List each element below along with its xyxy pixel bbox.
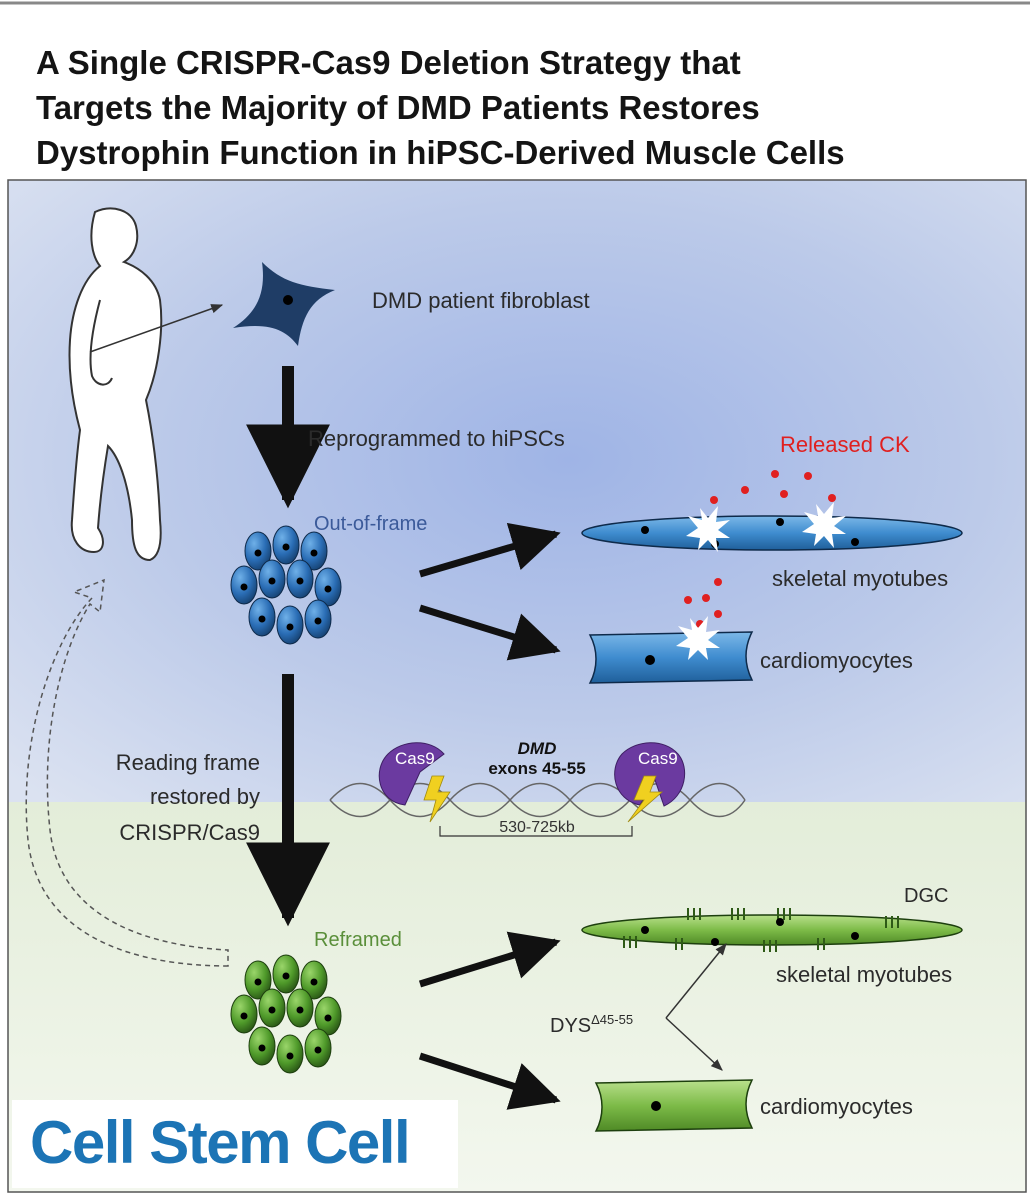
cardiomyocyte-blue xyxy=(588,631,754,684)
patient-figure xyxy=(68,207,163,562)
diff-arrow-skeletal-bottom xyxy=(418,931,561,988)
cas9-left-label: Cas9 xyxy=(395,749,435,768)
dashed-return-arrow xyxy=(25,578,229,967)
diff-arrow-skeletal-top xyxy=(419,522,561,578)
deletion-size-label: 530-725kb xyxy=(499,819,575,836)
cardiomyocyte-green-nucleus xyxy=(651,1101,661,1111)
dys-pointer-cardio xyxy=(665,1017,723,1071)
reprogrammed-label: Reprogrammed to hiPSCs xyxy=(308,426,565,451)
fibroblast-cell xyxy=(233,262,335,346)
reading-frame-label-line3: CRISPR/Cas9 xyxy=(119,820,260,845)
dgc-complexes xyxy=(623,908,899,952)
figure-frame xyxy=(7,179,1027,1193)
cardiomyocytes-label-top: cardiomyocytes xyxy=(760,648,913,673)
membrane-damage-burst-2 xyxy=(802,502,846,548)
released-ck-label: Released CK xyxy=(780,432,910,457)
title-line-2: Targets the Majority of DMD Patients Res… xyxy=(36,89,760,126)
membrane-damage-burst-3 xyxy=(676,616,720,660)
journal-banner xyxy=(12,1100,458,1188)
released-ck-dots xyxy=(684,470,836,628)
reframed-label: Reframed xyxy=(314,929,402,951)
skeletal-myotubes-label-top: skeletal myotubes xyxy=(772,566,948,591)
dys-label: DYSΔ45-55 xyxy=(550,1012,633,1037)
journal-logo: Cell Stem Cell xyxy=(30,1109,411,1176)
title-line-1: A Single CRISPR-Cas9 Deletion Strategy t… xyxy=(36,44,741,81)
reading-frame-label-line1: Reading frame xyxy=(116,750,260,775)
lightning-bolt-left xyxy=(423,775,451,823)
reading-frame-label-line2: restored by xyxy=(150,784,260,809)
cas9-protein-left xyxy=(378,742,445,806)
upper-panel-background xyxy=(8,180,1026,802)
cardiomyocytes-label-bottom: cardiomyocytes xyxy=(760,1094,913,1119)
reframed-hipsc-cluster xyxy=(230,954,342,1074)
membrane-damage-burst-1 xyxy=(686,506,730,552)
exons-label: exons 45-55 xyxy=(488,759,585,778)
cardiomyocyte-blue-nucleus xyxy=(645,655,655,665)
skeletal-myotube-green xyxy=(581,914,963,946)
cas9-protein-right xyxy=(614,742,686,807)
cas9-right-label: Cas9 xyxy=(638,749,678,768)
skeletal-myotube-blue xyxy=(581,515,963,551)
dmd-gene-label: DMD xyxy=(518,739,557,758)
patient-arm xyxy=(89,299,113,386)
deletion-bracket xyxy=(439,826,633,837)
dys-superscript: Δ45-55 xyxy=(591,1012,633,1027)
out-of-frame-hipsc-cluster xyxy=(230,525,342,645)
dgc-label: DGC xyxy=(904,885,948,907)
diff-arrow-cardio-bottom xyxy=(418,1052,561,1110)
out-of-frame-label: Out-of-frame xyxy=(314,513,427,535)
cardiomyocyte-green xyxy=(594,1079,754,1132)
dys-pointer-skeletal xyxy=(665,943,727,1019)
dys-base: DYS xyxy=(550,1015,591,1037)
diff-arrow-cardio-top xyxy=(418,604,561,661)
fibroblast-nucleus xyxy=(283,295,293,305)
biopsy-arrow xyxy=(89,304,224,353)
graphical-abstract-title: A Single CRISPR-Cas9 Deletion Strategy t… xyxy=(36,40,1016,175)
lightning-bolt-right xyxy=(627,775,664,823)
title-line-3: Dystrophin Function in hiPSC-Derived Mus… xyxy=(36,134,845,171)
skeletal-myotubes-label-bottom: skeletal myotubes xyxy=(776,962,952,987)
fibroblast-label: DMD patient fibroblast xyxy=(372,288,590,313)
